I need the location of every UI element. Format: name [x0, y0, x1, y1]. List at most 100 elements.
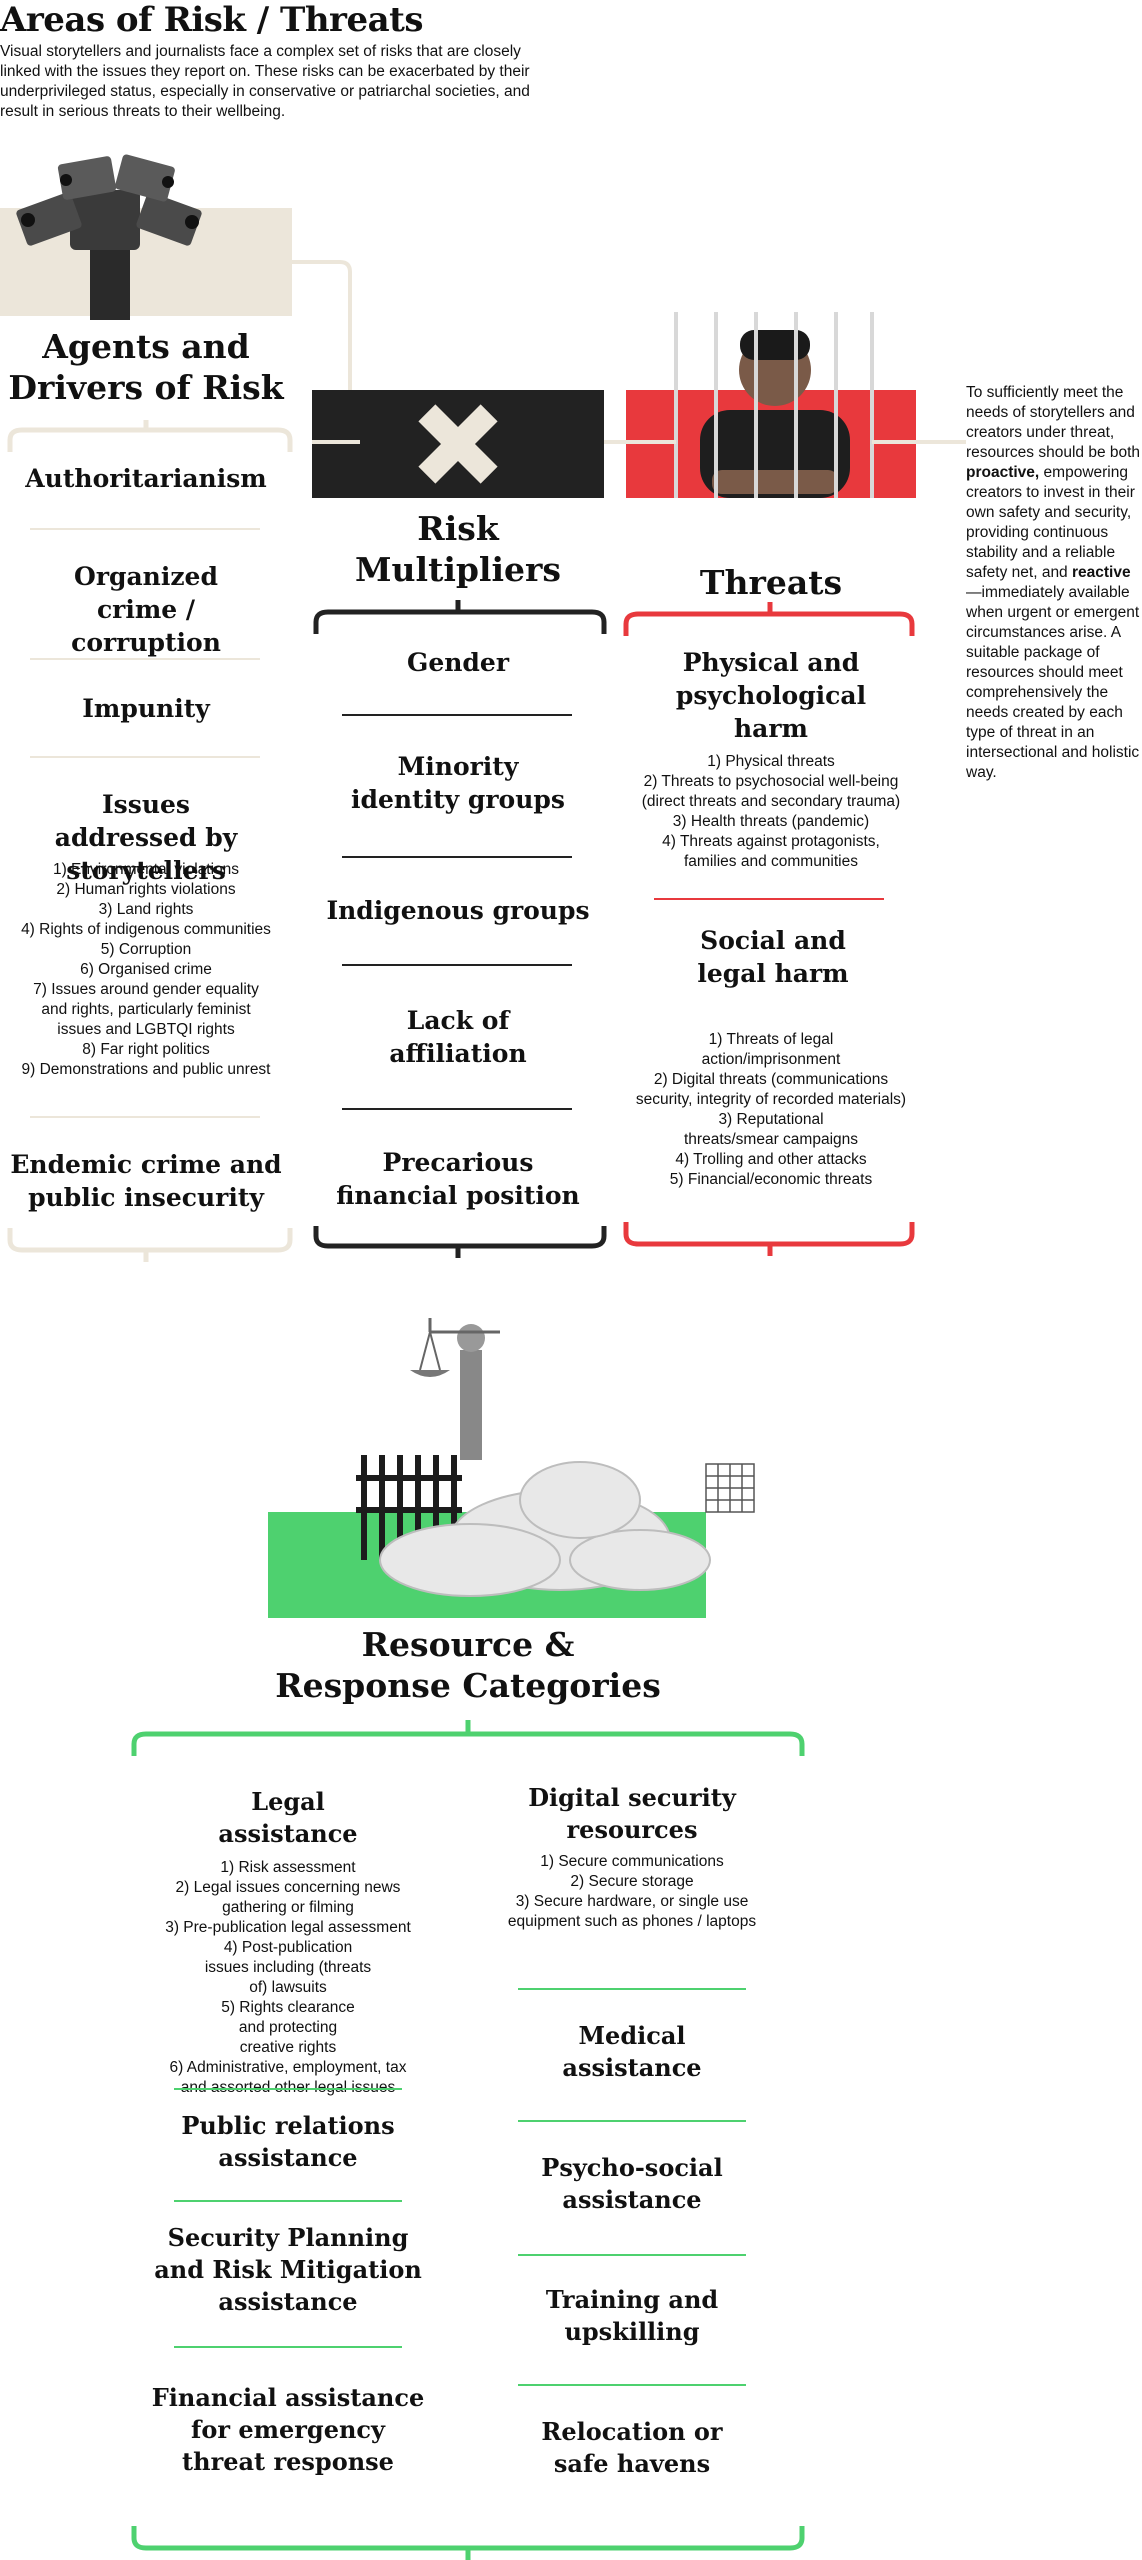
- threats-social-item: 3) Reputational threats/smear campaigns: [683, 1111, 859, 1148]
- legal-list-item: 1) Risk assessment: [220, 1859, 356, 1876]
- threats-social-list: 1) Threats of legal action/imprisonment …: [622, 1030, 920, 1190]
- resources-divider: [518, 2254, 746, 2256]
- threats-bracket-bottom: [623, 1222, 915, 1247]
- multiplier-item: Lack of affiliation: [389, 1006, 527, 1068]
- multipliers-heading: Risk Multipliers: [312, 508, 604, 590]
- threats-social-item: 1) Threats of legal action/imprisonment: [701, 1031, 841, 1068]
- threats-social-item: 2) Digital threats (communications secur…: [635, 1071, 907, 1108]
- side-note-bold-proactive: proactive,: [966, 464, 1040, 481]
- threats-physical-item: 4) Threats against protagonists, familie…: [662, 833, 880, 870]
- threats-physical-item: 2) Threats to psychosocial well-being (d…: [641, 773, 901, 810]
- digital-list-item: 3) Secure hardware, or single use equipm…: [507, 1893, 757, 1930]
- agent-item: Authoritarianism: [25, 464, 267, 493]
- resource-item: Financial assistance for emergency threa…: [151, 2383, 425, 2476]
- legal-list-item: 6) Administrative, employment, tax and a…: [169, 2059, 407, 2096]
- resources-image-bg: [268, 1512, 706, 1618]
- agents-image-bg: [0, 208, 292, 316]
- resources-divider: [174, 2088, 402, 2090]
- digital-heading: Digital security resources: [528, 1783, 736, 1844]
- multipliers-divider: [342, 964, 572, 966]
- resource-item: Security Planning and Risk Mitigation as…: [154, 2223, 422, 2316]
- multipliers-divider: [342, 1108, 572, 1110]
- agents-bracket-top: [7, 427, 293, 452]
- side-note: To sufficiently meet the needs of storyt…: [966, 383, 1142, 783]
- side-note-text: empowering creators to invest in their o…: [966, 464, 1135, 581]
- agents-divider: [30, 756, 260, 758]
- legal-list-item: 2) Legal issues concerning news gatherin…: [175, 1879, 401, 1916]
- agents-divider: [30, 1116, 260, 1118]
- multipliers-heading-line2: Multipliers: [355, 550, 561, 589]
- issues-list-item: 5) Corruption: [100, 941, 192, 958]
- multipliers-bracket-top: [313, 609, 607, 634]
- page-title: Areas of Risk / Threats: [0, 0, 423, 40]
- multiplier-item: Minority identity groups: [351, 752, 565, 814]
- threats-social-item: 4) Trolling and other attacks: [675, 1151, 867, 1168]
- digital-list: 1) Secure communications 2) Secure stora…: [484, 1852, 780, 1932]
- x-mark-icon: [418, 404, 498, 484]
- digital-list-item: 1) Secure communications: [540, 1853, 724, 1870]
- legal-list-item: 5) Rights clearance and protecting creat…: [221, 1999, 355, 2056]
- multiplier-item: Indigenous groups: [326, 896, 590, 925]
- surveillance-cameras-icon: [16, 154, 202, 320]
- legal-list: 1) Risk assessment 2) Legal issues conce…: [140, 1858, 436, 2098]
- resources-bracket-bottom: [131, 2526, 805, 2551]
- agents-divider: [30, 528, 260, 530]
- legal-heading: Legal assistance: [218, 1787, 358, 1848]
- resources-divider: [518, 2120, 746, 2122]
- resources-divider: [518, 1988, 746, 1990]
- multipliers-divider: [342, 856, 572, 858]
- multipliers-divider: [342, 714, 572, 716]
- resources-heading: Resource & Response Categories: [268, 1624, 668, 1706]
- beige-connector: [292, 260, 966, 444]
- threats-divider: [654, 898, 884, 900]
- issues-list-item: 4) Rights of indigenous communities: [21, 921, 271, 938]
- agents-heading-line2: Drivers of Risk: [8, 368, 284, 407]
- threats-physical-item: 1) Physical threats: [707, 753, 835, 770]
- resource-item: Medical assistance: [562, 2021, 702, 2082]
- agents-heading-line1: Agents and: [42, 327, 250, 366]
- multiplier-item: Precarious financial position: [336, 1148, 580, 1210]
- issues-list-item: 9) Demonstrations and public unrest: [21, 1061, 271, 1078]
- threats-physical-heading: Physical and psychological harm: [675, 648, 867, 743]
- resources-divider: [174, 2346, 402, 2348]
- resources-divider: [518, 2384, 746, 2386]
- intro-text: Visual storytellers and journalists face…: [0, 43, 530, 120]
- agent-item: Issues addressed by storytellers: [54, 790, 238, 885]
- lady-justice-icon: [356, 1318, 755, 1597]
- side-note-text: To sufficiently meet the needs of storyt…: [966, 384, 1141, 461]
- issues-list-item: 6) Organised crime: [80, 961, 212, 978]
- resources-heading-line2: Response Categories: [275, 1666, 661, 1705]
- multipliers-image-bg: [312, 390, 604, 498]
- threats-social-item: 5) Financial/economic threats: [669, 1171, 873, 1188]
- issues-list-item: 7) Issues around gender equality and rig…: [33, 981, 259, 1038]
- person-behind-bars-icon: [674, 312, 874, 498]
- side-note-bold-reactive: reactive: [1072, 564, 1131, 581]
- agents-bracket-bottom: [7, 1228, 293, 1253]
- digital-list-item: 2) Secure storage: [570, 1873, 694, 1890]
- issues-list-item: 2) Human rights violations: [56, 881, 236, 898]
- threats-social-heading: Social and legal harm: [697, 926, 849, 988]
- agents-divider: [30, 658, 260, 660]
- issues-list-item: 3) Land rights: [98, 901, 194, 918]
- side-note-text: —immediately available when urgent or em…: [966, 584, 1140, 781]
- resource-item: Public relations assistance: [181, 2111, 395, 2172]
- threats-heading: Threats: [699, 563, 843, 602]
- legal-list-item: 3) Pre-publication legal assessment: [165, 1919, 411, 1936]
- agent-item: Endemic crime and public insecurity: [10, 1150, 282, 1212]
- multiplier-item: Gender: [407, 648, 509, 677]
- multipliers-bracket-bottom: [313, 1226, 607, 1249]
- threats-physical-item: 3) Health threats (pandemic): [672, 813, 870, 830]
- agents-heading: Agents and Drivers of Risk: [0, 326, 292, 408]
- agent-item: Organized crime / corruption: [71, 562, 221, 657]
- issues-list-item: 8) Far right politics: [82, 1041, 210, 1058]
- resources-divider: [174, 2200, 402, 2202]
- agent-item: Impunity: [82, 694, 210, 723]
- legal-list-item: 4) Post-publication issues including (th…: [204, 1939, 372, 1996]
- issues-list: 1) Environmental violations 2) Human rig…: [0, 860, 292, 1080]
- resource-item: Training and upskilling: [545, 2285, 719, 2346]
- resource-item: Relocation or safe havens: [541, 2417, 723, 2478]
- issues-list-item: 1) Environmental violations: [52, 861, 240, 878]
- resources-bracket-top: [131, 1731, 805, 1756]
- threats-image-bg: [626, 390, 916, 498]
- resources-heading-line1: Resource &: [361, 1625, 575, 1664]
